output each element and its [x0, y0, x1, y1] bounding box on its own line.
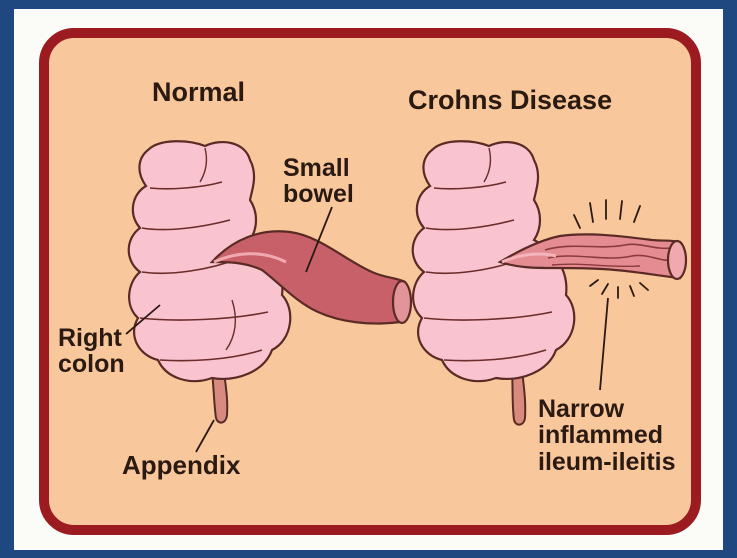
small-bowel-label: Small bowel — [283, 155, 354, 208]
right-colon-label: Right colon — [58, 325, 125, 378]
appendix-label: Appendix — [122, 452, 240, 479]
normal-heading: Normal — [152, 78, 245, 106]
crohns-heading: Crohns Disease — [408, 86, 612, 114]
ileitis-label: Narrow inflammed ileum-ileitis — [538, 396, 676, 475]
